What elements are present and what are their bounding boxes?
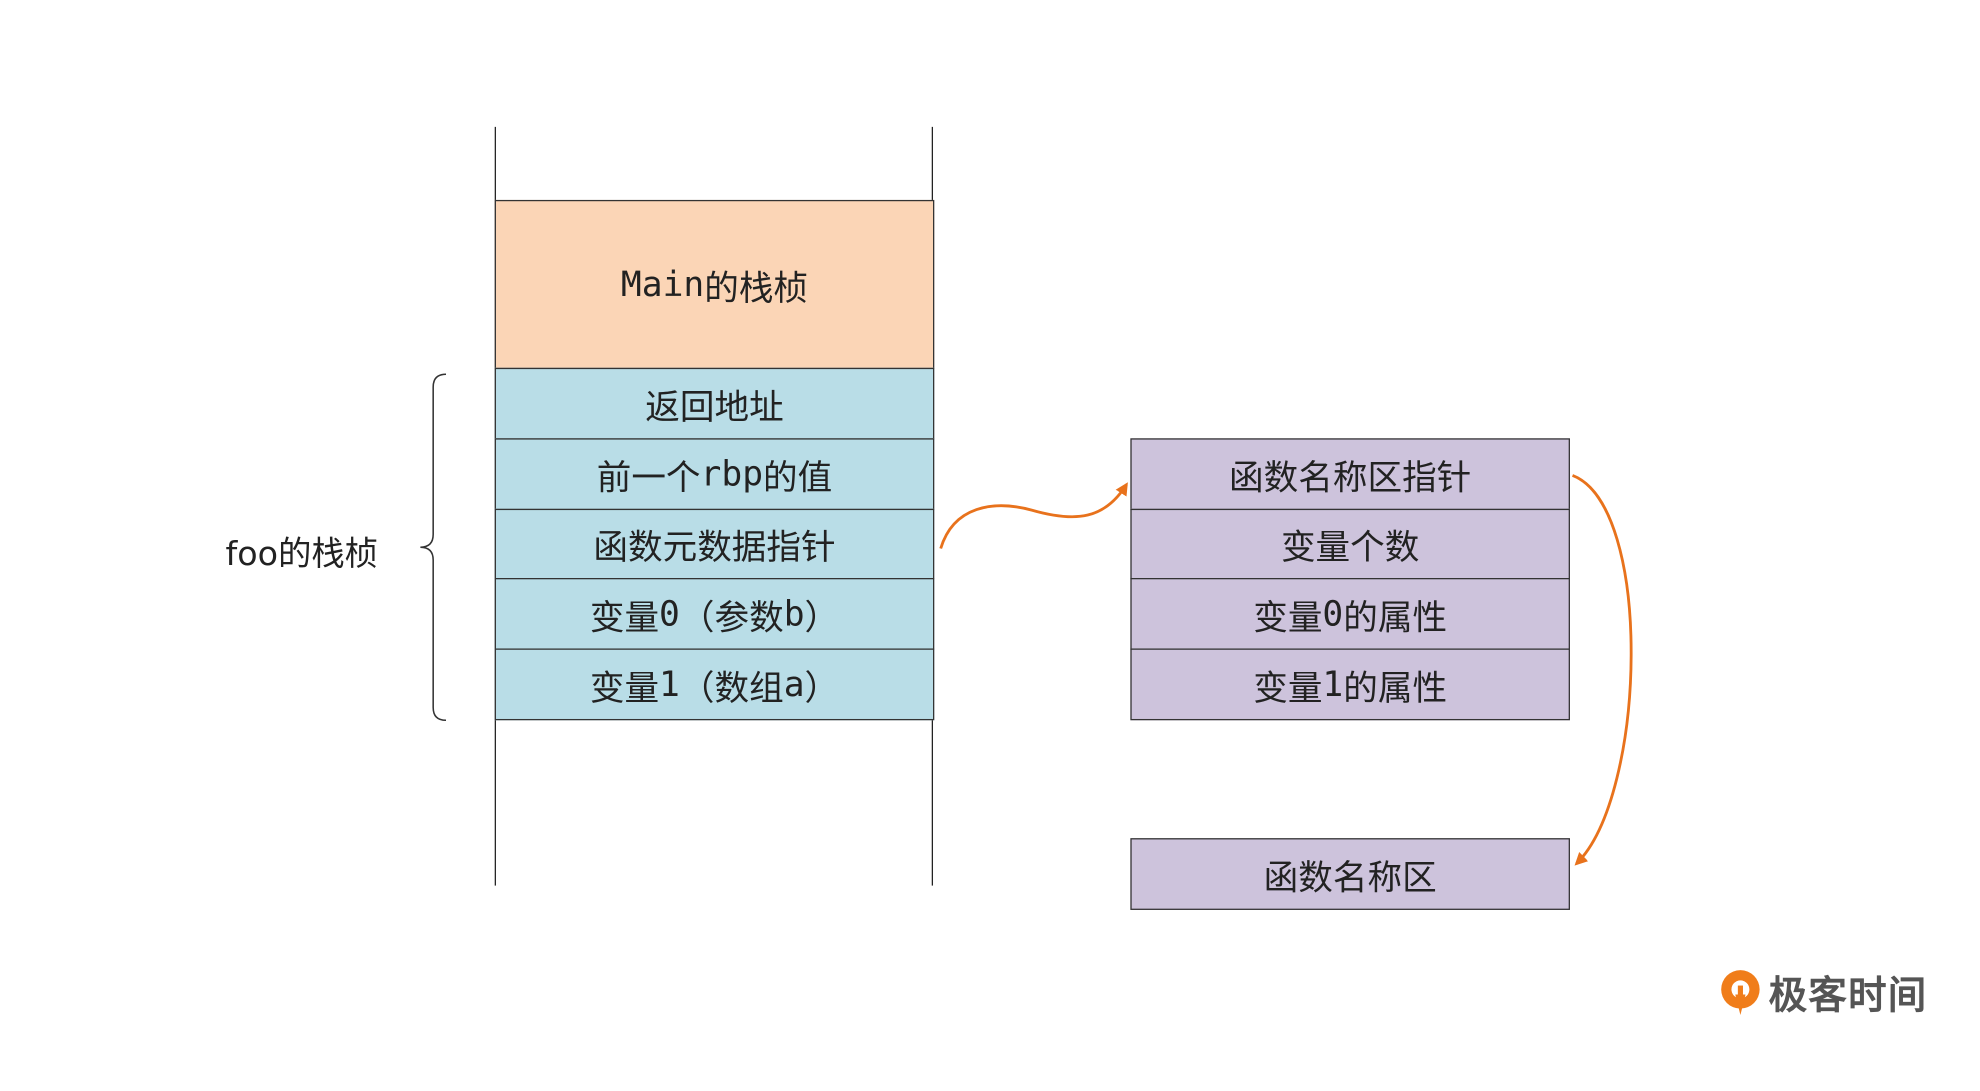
metadata-cell-label: 变量 <box>1253 668 1323 709</box>
geektime-logo: 极客时间 <box>1717 964 1927 1020</box>
main-frame-code: Main <box>620 264 705 305</box>
geektime-logo-icon <box>1721 970 1760 1016</box>
metadata-cell-label: 变量 <box>1253 597 1323 638</box>
stack-cell-code: 1 <box>659 664 680 705</box>
stack-cell-label: 返回地址 <box>645 387 784 428</box>
metadata-cell-code: 0 <box>1322 594 1344 634</box>
stack-cell-label: ） <box>804 597 840 638</box>
metadata-pointer-arrow <box>939 482 1128 549</box>
metadata-cell-label: 的属性 <box>1343 668 1448 709</box>
metadata-cell-label: 变量个数 <box>1280 528 1420 568</box>
function-name-area: 函数名称区 <box>1130 838 1570 910</box>
stack-cell-label: ） <box>804 668 840 709</box>
stack-cell-label: 变量 <box>589 597 660 638</box>
metadata-cell-variable-count: 变量个数 <box>1130 508 1570 580</box>
stack-cell-code: b <box>783 594 805 634</box>
foo-frame-brace <box>420 373 447 722</box>
foo-frame-label: foo的栈桢 <box>225 535 379 575</box>
metadata-cell-label: 的属性 <box>1343 597 1448 638</box>
stack-cell-return-address: 返回地址 <box>494 367 935 440</box>
geektime-logo-text: 极客时间 <box>1768 974 1928 1019</box>
stack-cell-metadata-pointer: 函数元数据指针 <box>494 508 935 580</box>
stack-cell-code: 0 <box>659 594 680 634</box>
stack-cell-code: rbp <box>700 454 764 495</box>
stack-cell-label: （参数 <box>679 597 784 638</box>
name-area-pointer-arrow <box>1572 474 1633 866</box>
metadata-cell-code: 1 <box>1322 664 1344 705</box>
stack-cell-code: a <box>783 664 805 705</box>
stack-cell-label: 前一个 <box>596 458 701 498</box>
metadata-cell-label: 函数名称区指针 <box>1229 458 1472 498</box>
function-name-area-label: 函数名称区 <box>1263 858 1437 898</box>
stack-cell-label: 函数元数据指针 <box>593 528 836 568</box>
stack-cell-label: （数组 <box>679 668 784 709</box>
main-frame-label: 的栈桢 <box>704 268 809 309</box>
stack-cell-label: 的值 <box>763 458 833 498</box>
metadata-cell-name-area-pointer: 函数名称区指针 <box>1130 438 1570 511</box>
stack-cell-label: 变量 <box>589 668 660 709</box>
